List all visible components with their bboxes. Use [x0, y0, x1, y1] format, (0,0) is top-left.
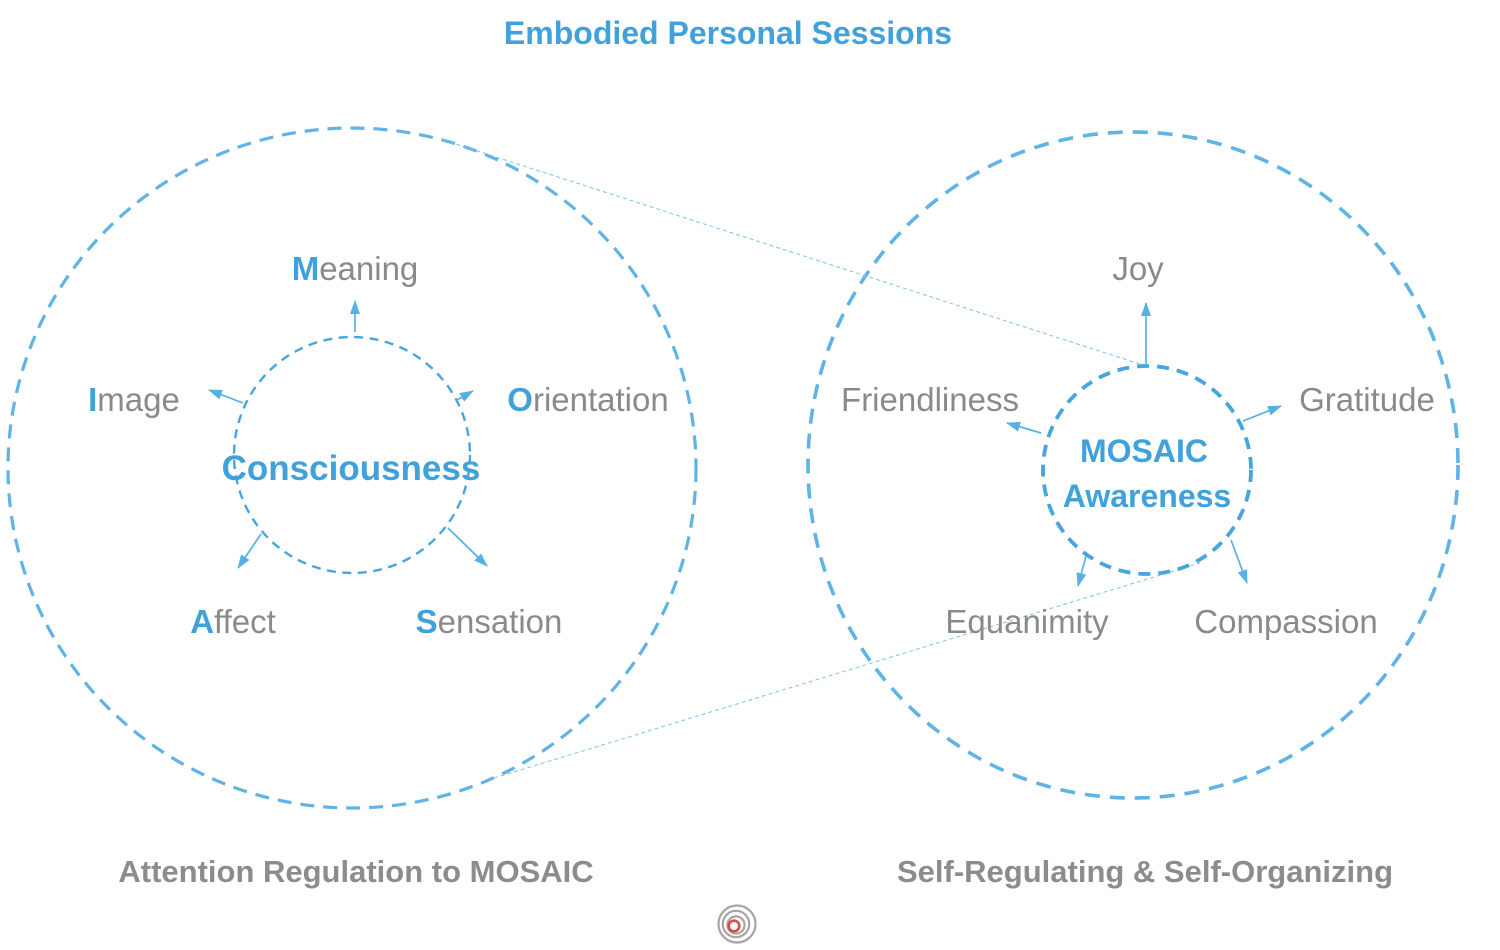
- logo-outer-ring: [717, 904, 757, 944]
- concentric-rings-logo-icon: [717, 904, 757, 944]
- label-orientation: Orientation: [507, 381, 668, 418]
- left-outer-circle: [6, 126, 698, 810]
- label-sensation: Sensation: [416, 603, 563, 640]
- label-compassion: Compassion: [1194, 603, 1377, 640]
- left-arrows: [208, 300, 488, 569]
- arrow-to-orientation: [456, 390, 474, 402]
- mosaic-awareness-label-line2: Awareness: [1063, 478, 1231, 514]
- left-caption: Attention Regulation to MOSAIC: [118, 854, 593, 889]
- label-meaning: Meaning: [292, 250, 419, 287]
- right-caption: Self-Regulating & Self-Organizing: [897, 854, 1393, 889]
- logo-middle-ring: [721, 909, 751, 939]
- arrow-to-equanimity: [1076, 555, 1087, 587]
- logo-inner-ring: [726, 915, 746, 935]
- label-friendliness: Friendliness: [841, 381, 1019, 418]
- label-equanimity: Equanimity: [945, 603, 1109, 640]
- label-image: Image: [88, 381, 180, 418]
- arrow-to-affect: [237, 533, 262, 569]
- page-title: Embodied Personal Sessions: [504, 15, 952, 51]
- arrow-to-gratitude: [1242, 405, 1282, 422]
- arrow-to-compassion: [1230, 539, 1248, 584]
- label-joy: Joy: [1112, 250, 1164, 287]
- label-gratitude: Gratitude: [1299, 381, 1435, 418]
- right-outer-circle: [806, 130, 1460, 800]
- arrow-to-image: [208, 389, 244, 404]
- right-arrows: [1006, 302, 1282, 587]
- right-inner-circle: [1041, 364, 1253, 576]
- mosaic-awareness-label-line1: MOSAIC: [1080, 433, 1208, 469]
- left-inner-circle: [232, 335, 472, 575]
- arrow-to-friendliness: [1006, 421, 1042, 434]
- zoom-connector-top-line: [442, 139, 1147, 367]
- label-affect: Affect: [190, 603, 276, 640]
- zoom-connector-bottom-line: [493, 562, 1201, 779]
- consciousness-label: Consciousness: [222, 449, 481, 488]
- logo-red-ring: [727, 919, 741, 933]
- arrow-to-sensation: [447, 527, 488, 567]
